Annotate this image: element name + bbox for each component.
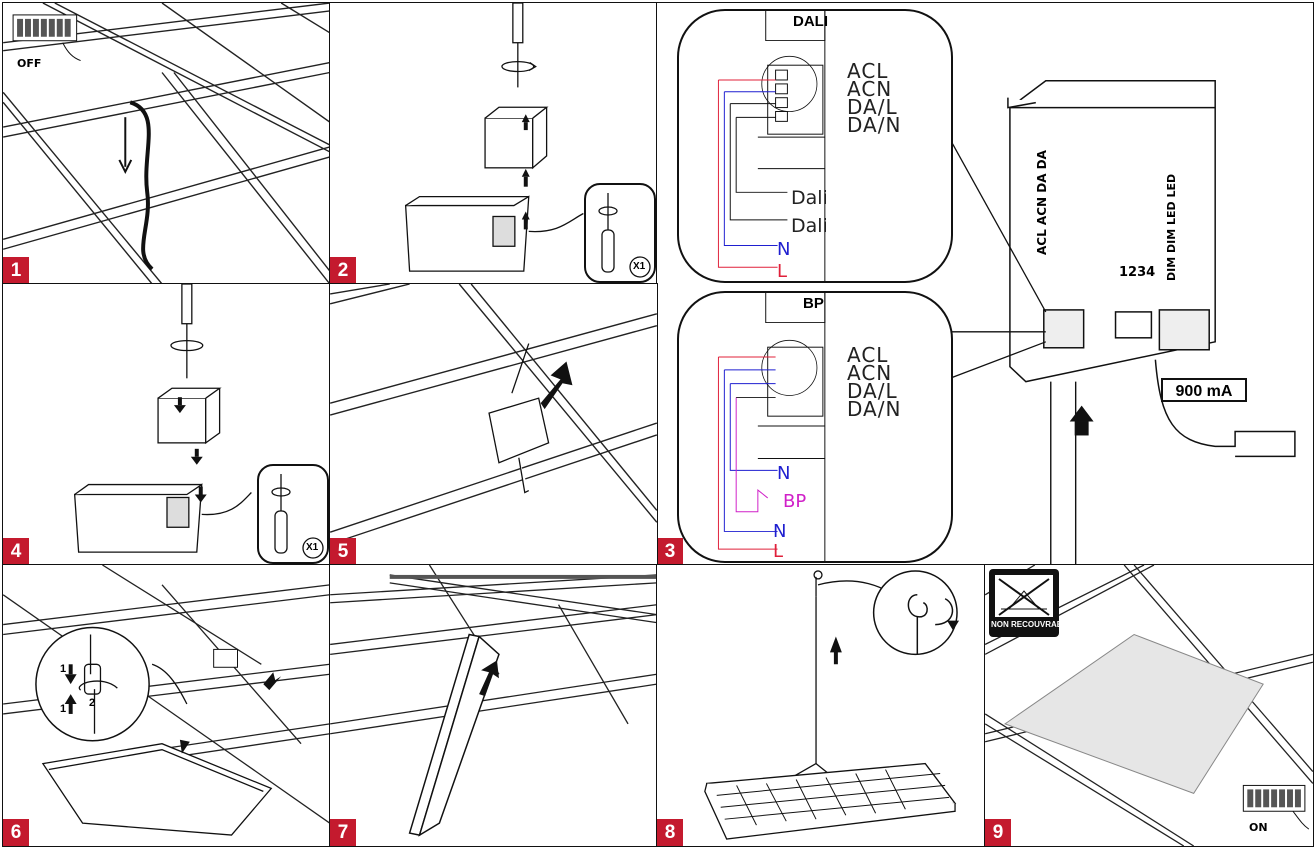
step-number-9: 9 xyxy=(985,819,1011,846)
bp-terminal-dal: DA/L xyxy=(847,379,898,403)
driver-left-terminals-label: ACL ACN DA DA xyxy=(1035,150,1049,255)
non-recouvrable-warning-icon: NON RECOUVRABLE xyxy=(989,569,1073,637)
output-current-label: 900 mA xyxy=(1161,378,1247,402)
sub-step-label-c: 2 xyxy=(89,697,96,709)
breaker-off-icon xyxy=(12,14,81,62)
dali-terminal-acn: ACN xyxy=(847,77,893,101)
bp-live-label: L xyxy=(773,541,784,562)
step-number-8: 8 xyxy=(657,819,683,846)
sub-step-label-a: 1 xyxy=(60,663,67,675)
step-number-1: 1 xyxy=(3,257,29,284)
bp-terminal-acn: ACN xyxy=(847,361,893,385)
sub-step-label-b: 1 xyxy=(60,703,67,715)
breaker-on-icon xyxy=(1242,784,1310,830)
bp-wiring-callout: BP ACL ACN DA/L DA/N N BP N L xyxy=(677,291,953,563)
dip-switch-label: 1234 xyxy=(1119,265,1156,280)
driver-right-terminals-label: DIM DIM LED LED xyxy=(1165,173,1178,281)
step-6-panel: 1 1 2 6 xyxy=(2,564,331,847)
step-number-5: 5 xyxy=(330,538,356,565)
switch-off-label: OFF xyxy=(17,57,42,70)
step-3-panel: ACL ACN DA DA 1234 DIM DIM LED LED xyxy=(656,2,1314,566)
step-7-panel: 7 xyxy=(329,564,658,847)
panel-connection-illustration xyxy=(3,565,330,836)
step-4-panel: X1 4 xyxy=(2,283,331,566)
dali-terminal-dan: DA/N xyxy=(847,113,902,137)
step-1-panel: OFF 1 xyxy=(2,2,331,285)
bp-terminal-acl: ACL xyxy=(847,343,889,367)
ceiling-grid-illustration xyxy=(3,3,330,284)
step-number-3: 3 xyxy=(657,538,683,565)
step-5-panel: 5 xyxy=(329,283,658,566)
bp-wire-label: BP xyxy=(783,491,807,512)
screwdriver-tool-box: X1 xyxy=(584,183,656,283)
warning-label: NON RECOUVRABLE xyxy=(991,620,1073,629)
step-number-6: 6 xyxy=(3,819,29,846)
dali-wire-1-label: Dali xyxy=(791,187,828,209)
dali-wiring-callout: DALI ACL ACN DA/L DA/N Dali Dali N L xyxy=(677,9,953,283)
driver-module-illustration xyxy=(923,79,1296,565)
suspension-hook-illustration xyxy=(704,570,960,840)
installed-panel-illustration xyxy=(985,565,1313,846)
tool-quantity-label: X1 xyxy=(633,261,646,272)
dali-wire-2-label: Dali xyxy=(791,215,828,237)
panel-insertion-illustration xyxy=(330,565,657,837)
tool-quantity-label: X1 xyxy=(306,542,319,553)
screwdriver-tool-box: X1 xyxy=(257,464,329,564)
driver-placement-illustration xyxy=(330,284,657,545)
step-2-panel: X1 2 xyxy=(329,2,658,285)
bp-callout-title: BP xyxy=(803,295,824,312)
dali-neutral-label: N xyxy=(777,239,791,260)
dali-callout-title: DALI xyxy=(793,13,828,30)
step-number-7: 7 xyxy=(330,819,356,846)
driver-cover-removal-illustration xyxy=(404,3,584,272)
dali-terminal-acl: ACL xyxy=(847,59,889,83)
dali-live-label: L xyxy=(777,261,788,282)
switch-on-label: ON xyxy=(1249,821,1268,834)
bp-neutral-label: N xyxy=(773,521,787,542)
step-9-panel: NON RECOUVRABLE ON 9 xyxy=(984,564,1314,847)
step-number-4: 4 xyxy=(3,538,29,565)
dali-terminal-dal: DA/L xyxy=(847,95,898,119)
driver-cover-refit-illustration xyxy=(73,284,252,553)
bp-terminal-dan: DA/N xyxy=(847,397,902,421)
bp-neutral-top-label: N xyxy=(777,463,791,484)
step-number-2: 2 xyxy=(330,257,356,284)
step-8-panel: 8 xyxy=(656,564,986,847)
